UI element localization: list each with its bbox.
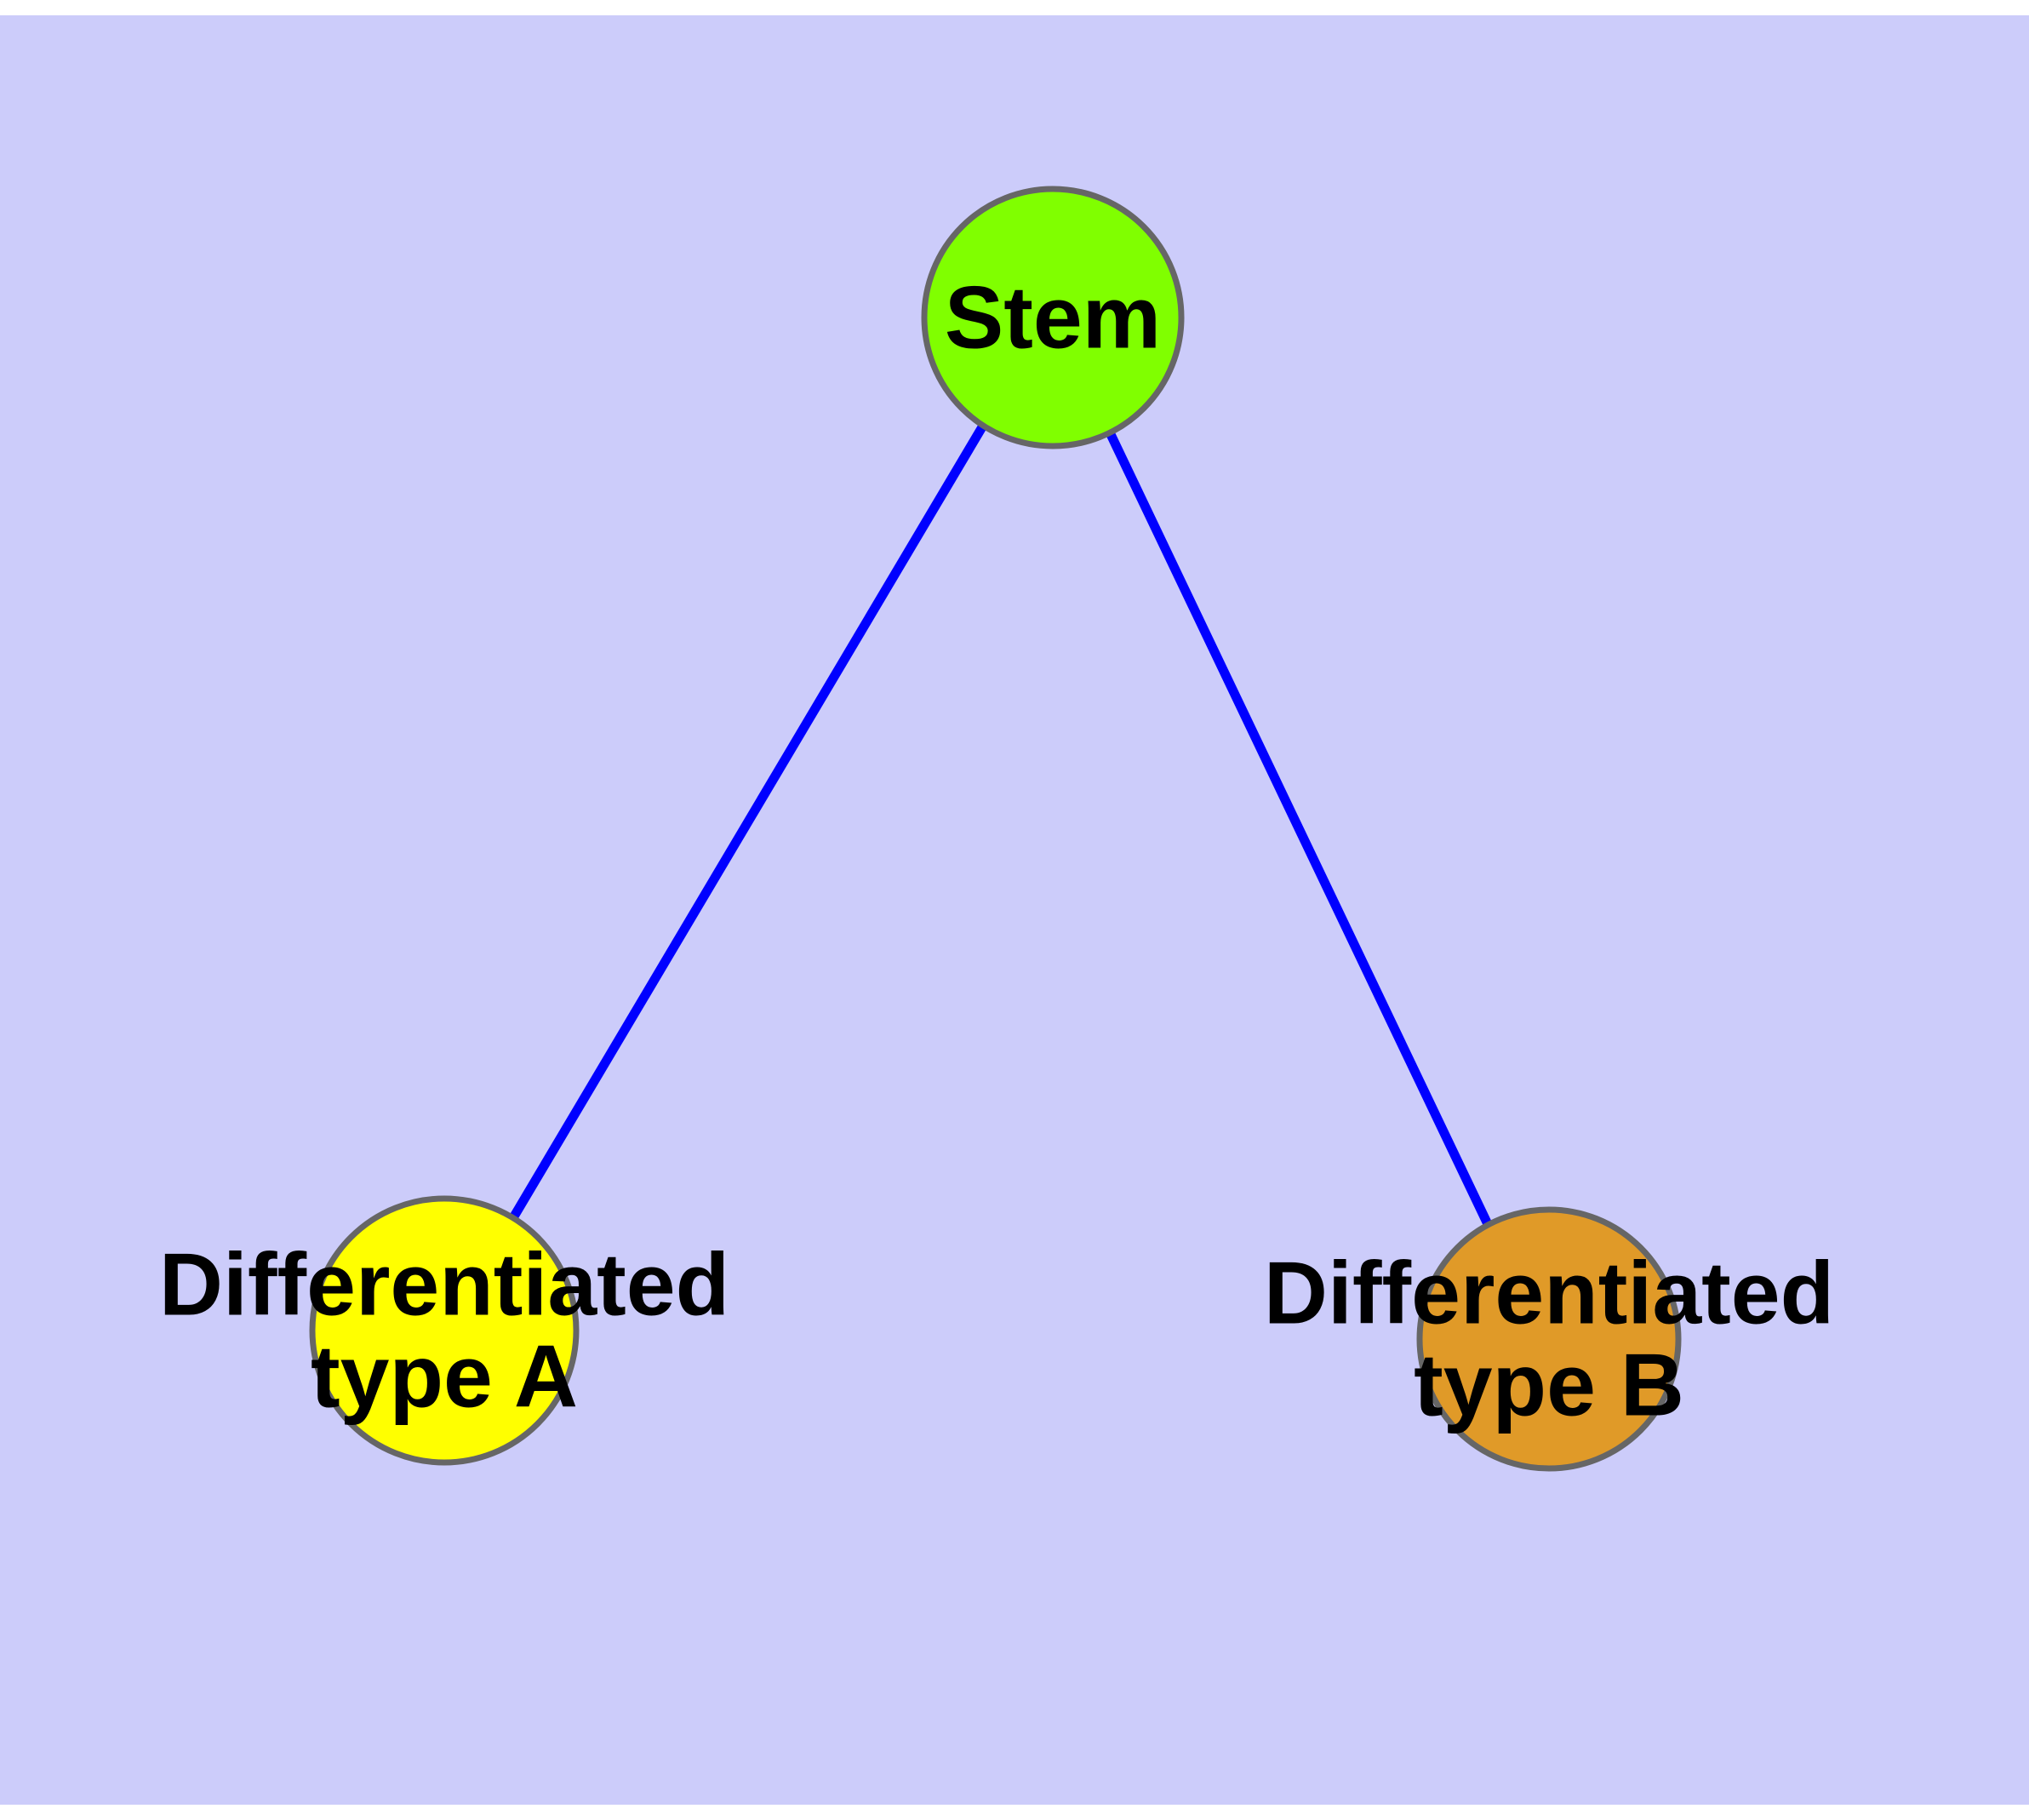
graph-edge-stem-to-diff-b[interactable] (1105, 428, 1492, 1227)
label-line: type B (1414, 1336, 1684, 1434)
graph-node-diff_b[interactable] (1416, 1206, 1682, 1472)
nodes-layer (309, 186, 1682, 1472)
graph-node-label-stem: Stem (945, 268, 1161, 367)
graph-node-stem[interactable] (921, 186, 1185, 449)
label-line: Differentiated (1264, 1244, 1834, 1342)
label-line: type A (311, 1327, 578, 1426)
label-line: Stem (945, 268, 1161, 367)
graph-node-diff_a[interactable] (309, 1195, 580, 1466)
label-line: Differentiated (159, 1235, 729, 1334)
graph-edge-stem-to-diff-a[interactable] (507, 423, 987, 1223)
edges-layer (507, 423, 1492, 1227)
